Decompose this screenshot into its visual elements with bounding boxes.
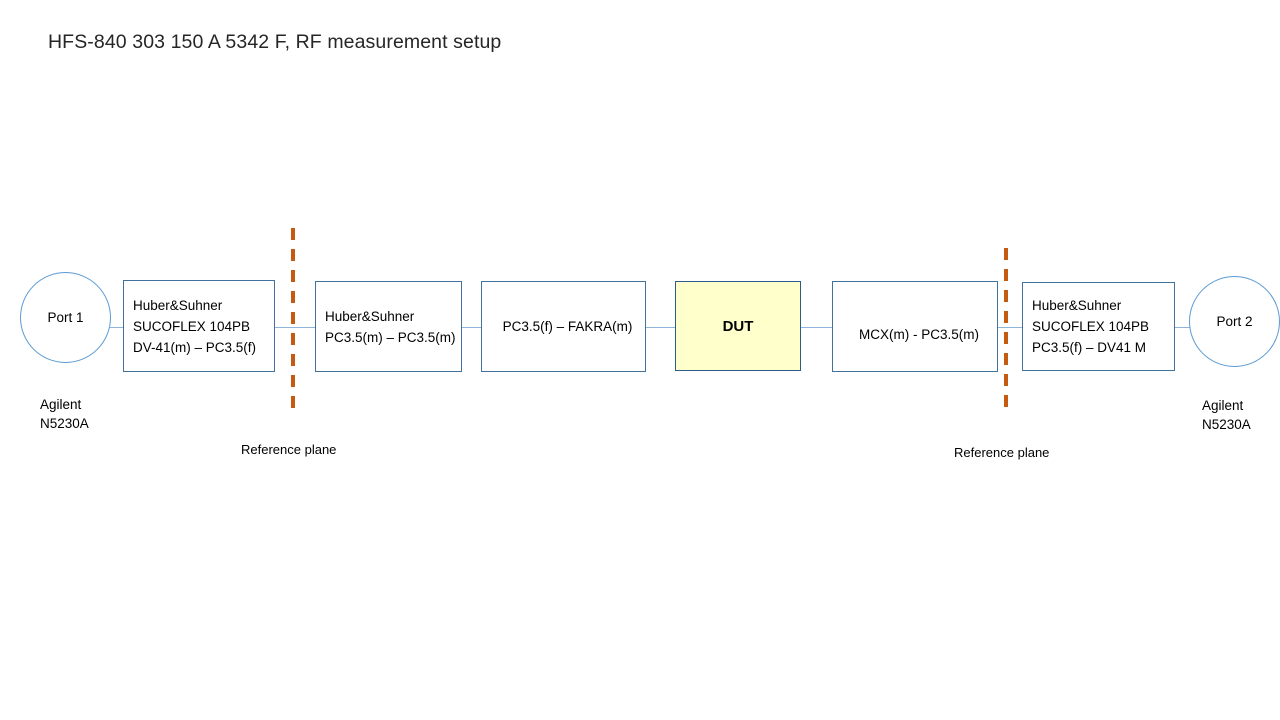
port-2-label: Port 2 <box>1216 314 1253 329</box>
page-title: HFS-840 303 150 A 5342 F, RF measurement… <box>48 31 502 53</box>
connector-cable1-cable2 <box>274 327 316 328</box>
cable-3-line-3: PC3.5(f) – DV41 M <box>1032 340 1147 355</box>
port-2-circle[interactable]: Port 2 <box>1189 276 1280 367</box>
cable-1-line-1: Huber&Suhner <box>133 297 223 313</box>
adapter-1-line-1: PC3.5(f) – FAKRA(m) <box>502 319 633 334</box>
dut-label: DUT <box>722 317 754 335</box>
reference-plane-left-line <box>291 228 295 413</box>
connector-cable2-adapter1 <box>461 327 482 328</box>
connector-adapter1-dut <box>645 327 676 328</box>
cable-1-line-3: DV-41(m) – PC3.5(f) <box>133 339 257 355</box>
cable-1-line-2: SUCOFLEX 104PB <box>133 318 251 334</box>
port-1-circle[interactable]: Port 1 <box>20 272 111 363</box>
connector-port1-cable1 <box>110 327 124 328</box>
component-cable-2[interactable]: Huber&Suhner PC3.5(m) – PC3.5(m) <box>315 281 462 372</box>
port-1-instrument-line2: N5230A <box>40 416 89 431</box>
port-2-instrument-line2: N5230A <box>1202 417 1251 432</box>
component-adapter-2[interactable]: MCX(m) - PC3.5(m) <box>832 281 998 372</box>
port-1-instrument: Agilent N5230A <box>40 395 89 433</box>
connector-adapter2-cable3 <box>997 327 1023 328</box>
reference-plane-right-label: Reference plane <box>954 445 1050 460</box>
reference-plane-right-line <box>1004 248 1008 416</box>
port-1-label: Port 1 <box>47 310 84 325</box>
reference-plane-left-label: Reference plane <box>241 442 337 457</box>
adapter-2-line-1: MCX(m) - PC3.5(m) <box>859 327 979 342</box>
connector-cable3-port2 <box>1174 327 1192 328</box>
component-cable-3[interactable]: Huber&Suhner SUCOFLEX 104PB PC3.5(f) – D… <box>1022 282 1175 371</box>
component-dut[interactable]: DUT <box>675 281 801 371</box>
connector-dut-adapter2 <box>801 327 833 328</box>
component-cable-1[interactable]: Huber&Suhner SUCOFLEX 104PB DV-41(m) – P… <box>123 280 275 372</box>
cable-3-line-1: Huber&Suhner <box>1032 298 1122 313</box>
port-2-instrument-line1: Agilent <box>1202 398 1244 413</box>
cable-3-line-2: SUCOFLEX 104PB <box>1032 319 1150 334</box>
port-1-instrument-line1: Agilent <box>40 397 82 412</box>
component-adapter-1[interactable]: PC3.5(f) – FAKRA(m) <box>481 281 646 372</box>
port-2-instrument: Agilent N5230A <box>1202 396 1251 434</box>
cable-2-line-1: Huber&Suhner <box>325 308 415 324</box>
cable-2-line-2: PC3.5(m) – PC3.5(m) <box>325 329 456 345</box>
